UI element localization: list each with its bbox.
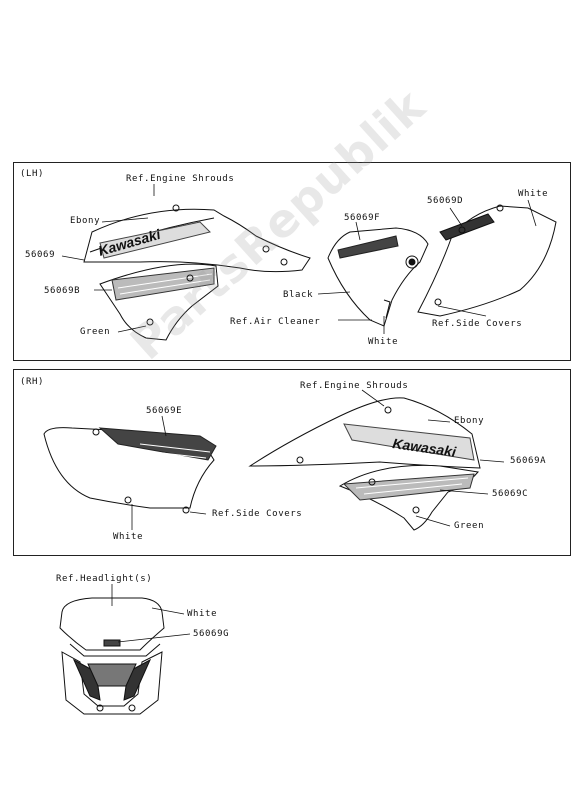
label-headlight-white: White <box>187 609 218 619</box>
label-lh-white-air: White <box>368 337 399 347</box>
label-56069g[interactable]: 56069G <box>193 629 230 639</box>
label-rh-white: White <box>113 532 144 542</box>
section-label-rh: (RH) <box>20 377 45 387</box>
section-label-lh: (LH) <box>20 169 45 179</box>
lh-lower-shroud[interactable] <box>99 263 219 341</box>
label-rh-56069c[interactable]: 56069C <box>492 489 529 499</box>
label-lh-56069[interactable]: 56069 <box>25 250 56 260</box>
label-lh-ref-side-covers: Ref.Side Covers <box>432 319 523 329</box>
label-lh-white-side: White <box>518 189 549 199</box>
label-lh-56069d[interactable]: 56069D <box>427 196 464 206</box>
label-lh-ref-air-cleaner: Ref.Air Cleaner <box>230 317 321 327</box>
label-rh-ref-engine-shrouds: Ref.Engine Shrouds <box>300 381 409 391</box>
leader-lines <box>61 184 537 643</box>
label-ref-headlight: Ref.Headlight(s) <box>56 574 153 584</box>
label-rh-green: Green <box>454 521 485 531</box>
label-lh-56069f[interactable]: 56069F <box>344 213 381 223</box>
rh-lower-shroud[interactable] <box>338 464 479 531</box>
rh-side-cover[interactable] <box>43 427 217 514</box>
lh-side-cover[interactable] <box>417 204 557 317</box>
label-lh-56069b[interactable]: 56069B <box>44 286 81 296</box>
label-lh-black: Black <box>283 290 314 300</box>
lh-engine-shroud[interactable]: Kawasaki <box>83 204 311 273</box>
label-rh-56069e[interactable]: 56069E <box>146 406 183 416</box>
label-rh-ebony: Ebony <box>454 416 485 426</box>
headlight-cover[interactable] <box>59 597 165 715</box>
label-lh-ebony: Ebony <box>70 216 101 226</box>
rh-engine-shroud[interactable]: Kawasaki <box>248 397 481 469</box>
lh-air-cleaner-cover[interactable] <box>327 227 429 327</box>
label-lh-ref-engine-shrouds: Ref.Engine Shrouds <box>126 174 235 184</box>
label-rh-ref-side-covers: Ref.Side Covers <box>212 509 303 519</box>
label-lh-green: Green <box>80 327 111 337</box>
label-rh-56069a[interactable]: 56069A <box>510 456 547 466</box>
